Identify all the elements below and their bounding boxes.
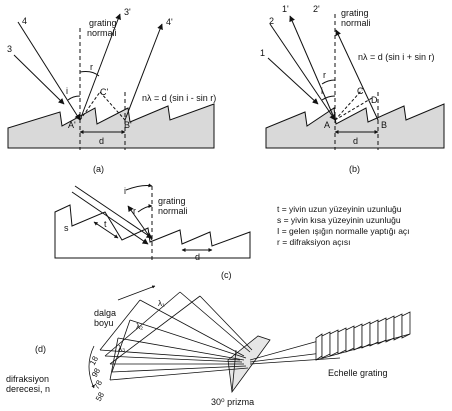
- perp-b: [334, 97, 373, 121]
- beam-9: [179, 291, 251, 353]
- ray-3-prime: [79, 13, 121, 121]
- legend-s: s = yivin kısa yüzeyinin uzunluğu: [277, 215, 401, 225]
- order-label-2: derecesi, n: [6, 384, 51, 394]
- equation-b: nλ = d (sin i + sin r): [358, 52, 435, 62]
- angle-r-label-a: r: [90, 62, 93, 72]
- angle-r-arc-a: [79, 71, 100, 77]
- ray-1-label: 1: [260, 48, 266, 58]
- beam-7: [129, 319, 247, 359]
- order-arrow: [88, 345, 95, 389]
- echelle-grating: [315, 311, 411, 361]
- ray-1: [267, 57, 319, 105]
- grating-c: [54, 204, 251, 259]
- ray-2-label: 2: [269, 16, 275, 26]
- beam-4: [111, 365, 247, 373]
- prism-edge: [231, 349, 237, 393]
- spacing-d-c: d: [195, 252, 201, 262]
- beam-10: [199, 295, 253, 351]
- ray-4-prime: [124, 23, 163, 121]
- beam-to-grating-3: [249, 357, 341, 365]
- wavefront-b: [334, 89, 363, 121]
- angle-r-label-b: r: [323, 70, 326, 80]
- lambda-2: λ₂: [136, 322, 144, 331]
- legend-i: I = gelen ışığın normalle yaptığı açı: [277, 226, 410, 236]
- grating-normal-b-line1: grating: [341, 8, 369, 18]
- panel-d: [88, 285, 411, 394]
- ray-1-prime: [289, 15, 336, 121]
- angle-r-label-c: r: [133, 206, 136, 216]
- point-b: B: [381, 120, 388, 130]
- caption-c: (c): [221, 270, 232, 280]
- diffracted-c: [127, 205, 153, 241]
- legend-r: r = difraksiyon açısı: [277, 237, 351, 247]
- ray-4-prime-label: 4': [166, 17, 173, 27]
- wavelength-label-1: dalga: [94, 308, 117, 318]
- point-a: A: [324, 120, 331, 130]
- ray-1-prime-label: 1': [282, 4, 289, 14]
- angle-i-label-a: i: [66, 86, 68, 96]
- caption-a: (a): [93, 164, 104, 174]
- wavefront-a: [79, 91, 101, 121]
- angle-i-label-b: i: [321, 86, 323, 96]
- angle-r-arc-c: [137, 204, 153, 213]
- t-dimension: [93, 221, 119, 239]
- angle-i-label-c: i: [124, 186, 126, 196]
- legend-c: t = yivin uzun yüzeyinin uzunluğu s = yi…: [277, 204, 410, 248]
- ray-3: [13, 54, 65, 105]
- spacing-d-b: d: [353, 136, 359, 146]
- lambda-3: λ₃: [118, 344, 126, 353]
- equation-a: nλ = d (sin i - sin r): [142, 93, 217, 103]
- ray-2: [269, 23, 336, 121]
- grating-a: [7, 103, 215, 149]
- caption-d: (d): [35, 344, 46, 354]
- grating-normal-a-line1: grating: [89, 18, 117, 28]
- legend-t: t = yivin uzun yüzeyinin uzunluğu: [277, 204, 402, 214]
- panel-c: [54, 183, 251, 262]
- incident-c2: [71, 191, 149, 245]
- spacing-d-a: d: [99, 136, 105, 146]
- grating-normal-c-line1: grating: [158, 196, 186, 206]
- grating-b: [265, 103, 445, 149]
- point-c-prime: C': [100, 87, 109, 97]
- grating-normal-b-line2: normali: [341, 18, 371, 28]
- point-d: D: [371, 95, 378, 105]
- t-label: t: [104, 219, 107, 229]
- wavelength-label-2: boyu: [94, 318, 114, 328]
- s-label: s: [64, 223, 69, 233]
- prism: [227, 335, 271, 394]
- angle-i-arc-c: [125, 183, 153, 191]
- beam-1: [99, 349, 241, 361]
- angle-i-arc-a: [67, 95, 81, 101]
- beam-to-grating-1: [249, 339, 323, 361]
- wavelength-arrow: [117, 285, 156, 301]
- beam-8: [117, 337, 245, 361]
- grating-normal-c-line2: normali: [158, 206, 188, 216]
- beam-2: [104, 355, 243, 363]
- point-a-prime: A': [68, 120, 76, 130]
- incident-c1: [74, 185, 153, 239]
- angle-r-arc-b: [321, 79, 336, 85]
- panel-a: [7, 13, 215, 150]
- ray-3-prime-label: 3': [124, 7, 131, 17]
- perp-a: [99, 91, 126, 121]
- ray-2-prime-label: 2': [313, 4, 320, 14]
- point-b-prime: B': [124, 120, 132, 130]
- panel-b: [265, 14, 445, 150]
- prism-label: 30⁰ prizma: [211, 397, 255, 407]
- ray-4: [17, 21, 81, 121]
- angle-i-arc-b: [321, 95, 336, 101]
- ray-4-label: 4: [22, 16, 28, 26]
- echelle-label: Echelle grating: [328, 368, 388, 378]
- lambda-1: λ₁: [158, 299, 165, 308]
- beam-6: [139, 299, 245, 357]
- caption-b: (b): [349, 164, 360, 174]
- point-c: C: [357, 86, 364, 96]
- ray-2-prime: [335, 29, 379, 121]
- beam-5: [109, 367, 249, 381]
- ray-3-label: 3: [7, 44, 13, 54]
- grating-normal-a-line2: normali: [87, 28, 117, 38]
- order-label-1: difraksiyon: [6, 374, 50, 384]
